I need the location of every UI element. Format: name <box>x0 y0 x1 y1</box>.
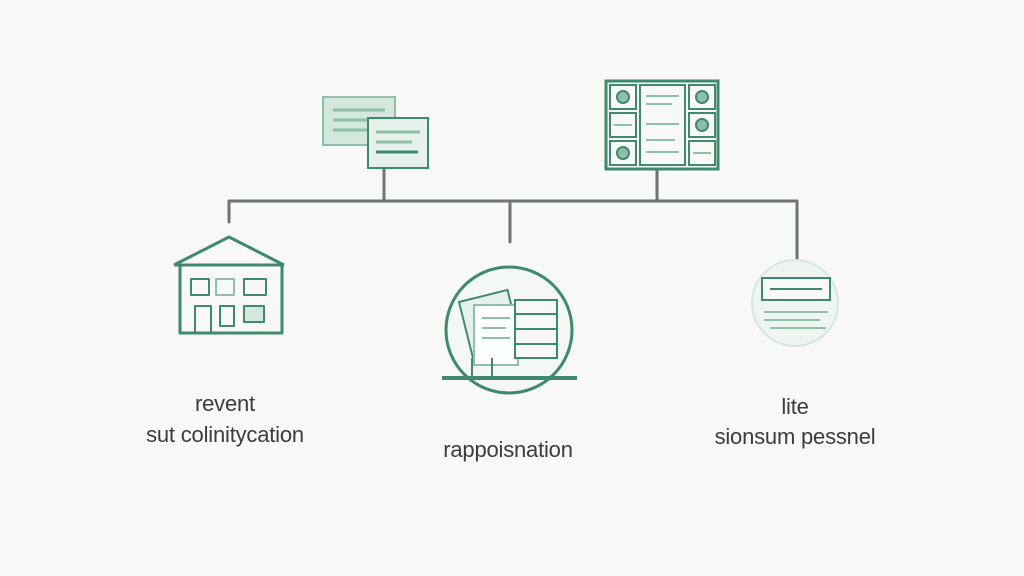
label-right-line2: sionsum pessnel <box>714 424 876 449</box>
label-left-line1: revent <box>195 391 255 416</box>
label-right: lite sionsum pessnel <box>680 392 910 452</box>
house-icon <box>173 235 285 335</box>
document-stack-circle-icon <box>442 265 577 395</box>
label-center-line1: rappoisnation <box>443 437 573 462</box>
dashboard-grid-icon <box>604 79 720 171</box>
web-page-circle-icon <box>751 259 839 347</box>
label-right-line1: lite <box>781 394 809 419</box>
label-left-line2: sut colinitycation <box>146 422 304 447</box>
label-left: revent sut colinitycation <box>110 388 340 450</box>
label-center: rappoisnation <box>398 437 618 463</box>
connector-lines <box>227 166 799 266</box>
document-cards-icon <box>322 96 429 169</box>
